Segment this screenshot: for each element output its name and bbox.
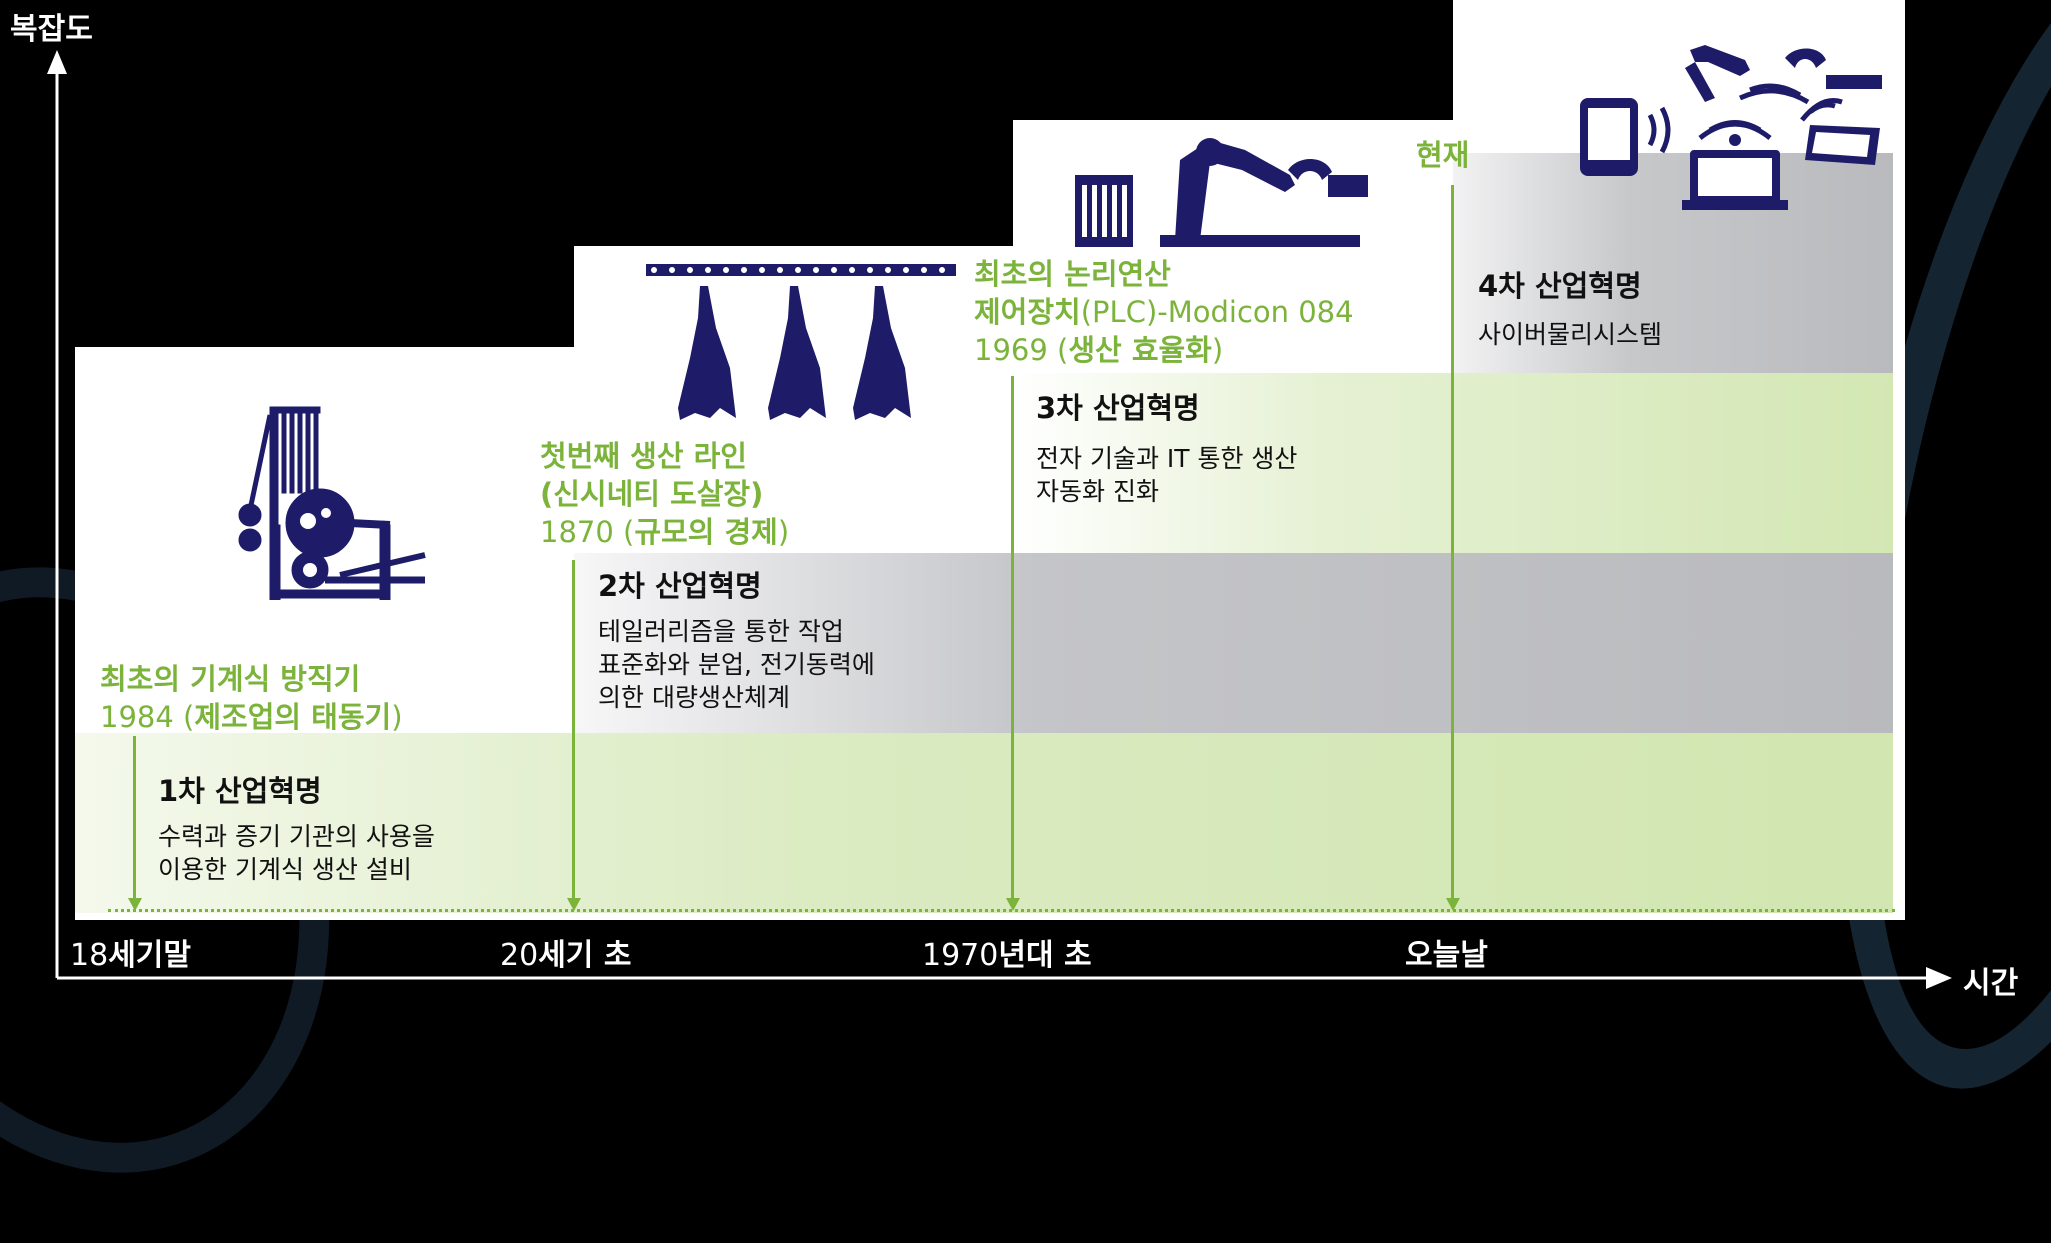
milestone-1-year-line: 1984 (제조업의 태동기)	[100, 698, 403, 736]
x-label-20c-num: 20	[500, 938, 539, 973]
milestone-1-title: 최초의 기계식 방직기	[100, 662, 361, 696]
milestone-1: 최초의 기계식 방직기 1984 (제조업의 태동기)	[100, 660, 403, 736]
cyber-physical-devices-icon	[1580, 45, 1882, 210]
stage-1-desc: 수력과 증기 기관의 사용을 이용한 기계식 생산 설비	[158, 822, 435, 884]
plc-robot-arm-icon	[1075, 138, 1368, 247]
milestone-1-era: 제조업의 태동기	[194, 700, 392, 734]
milestone-2: 첫번째 생산 라인 (신시네티 도살장) 1870 (규모의 경제)	[540, 437, 789, 551]
x-label-18c-bold: 세기말	[108, 938, 191, 973]
x-label-20c: 20세기 초	[500, 930, 631, 974]
x-label-1970s: 1970년대 초	[922, 930, 1092, 974]
milestone-2-year: 1870	[540, 515, 614, 549]
milestone-2-paren-open: (	[613, 515, 635, 549]
milestone-1-paren-open: (	[173, 700, 195, 734]
timeline-baseline	[108, 909, 1895, 912]
milestone-2-year-line: 1870 (규모의 경제)	[540, 513, 789, 551]
milestone-line-4	[1451, 185, 1454, 899]
stage-4-title: 4차 산업혁명	[1478, 269, 1642, 303]
milestone-3-era: 생산 효율화	[1068, 333, 1212, 367]
milestone-3-subtitle-rest: (PLC)-Modicon 084	[1080, 295, 1354, 329]
milestone-3-year-line: 1969 (생산 효율화)	[974, 331, 1354, 369]
x-label-1970s-num: 1970	[922, 938, 999, 973]
milestone-arrow-3	[1006, 898, 1020, 911]
milestone-3-subtitle: 제어장치(PLC)-Modicon 084	[974, 293, 1354, 331]
stage-3-desc: 전자 기술과 IT 통한 생산 자동화 진화	[1036, 444, 1298, 506]
band-stage-2	[574, 553, 1893, 733]
stage-4-desc: 사이버물리시스템	[1478, 320, 1663, 349]
x-label-20c-bold: 세기 초	[538, 938, 632, 973]
milestone-1-paren-close: )	[391, 700, 403, 734]
milestone-2-era: 규모의 경제	[634, 515, 778, 549]
milestone-arrow-2	[567, 898, 581, 911]
milestone-3-subtitle-bold: 제어장치	[974, 295, 1081, 329]
band-stage-1	[75, 733, 1893, 913]
stage-2-desc: 테일러리즘을 통한 작업 표준화와 분업, 전기동력에 의한 대량생산체계	[598, 617, 875, 712]
milestone-line-1	[133, 736, 136, 899]
axes	[47, 50, 1952, 989]
milestone-3-paren-open: (	[1047, 333, 1069, 367]
staircase-step-4	[1453, 0, 1905, 130]
loom-icon	[238, 406, 426, 600]
y-axis-label: 복잡도	[10, 12, 93, 47]
milestone-2-paren-close: )	[777, 515, 790, 549]
slaughter-line-icon	[646, 264, 956, 420]
milestone-3-paren-close: )	[1211, 333, 1224, 367]
x-axis-label: 시간	[1963, 966, 2019, 1001]
stage-3-title: 3차 산업혁명	[1036, 391, 1200, 425]
milestone-line-3	[1011, 376, 1014, 899]
x-label-1970s-bold: 년대 초	[998, 938, 1092, 973]
x-label-18c-num: 18	[70, 938, 109, 973]
milestone-arrow-4	[1446, 898, 1460, 911]
x-label-today-bold: 오늘날	[1405, 938, 1488, 973]
milestone-3-title: 최초의 논리연산	[974, 257, 1171, 291]
stage-2-title: 2차 산업혁명	[598, 569, 762, 603]
milestone-arrow-1	[128, 898, 142, 911]
milestone-2-subtitle: (신시네티 도살장)	[540, 477, 764, 511]
milestone-4-label: 현재	[1416, 138, 1470, 172]
milestone-4: 현재	[1416, 136, 1469, 174]
milestone-3-year: 1969	[974, 333, 1048, 367]
milestone-1-year: 1984	[100, 700, 174, 734]
x-label-today: 오늘날	[1405, 930, 1488, 974]
milestone-line-2	[572, 560, 575, 899]
stage-1-title: 1차 산업혁명	[158, 774, 322, 808]
milestone-3: 최초의 논리연산 제어장치(PLC)-Modicon 084 1969 (생산 …	[974, 255, 1354, 369]
x-label-18c: 18세기말	[70, 930, 191, 974]
band-stage-4	[1453, 153, 1893, 373]
milestone-2-title: 첫번째 생산 라인	[540, 439, 747, 473]
